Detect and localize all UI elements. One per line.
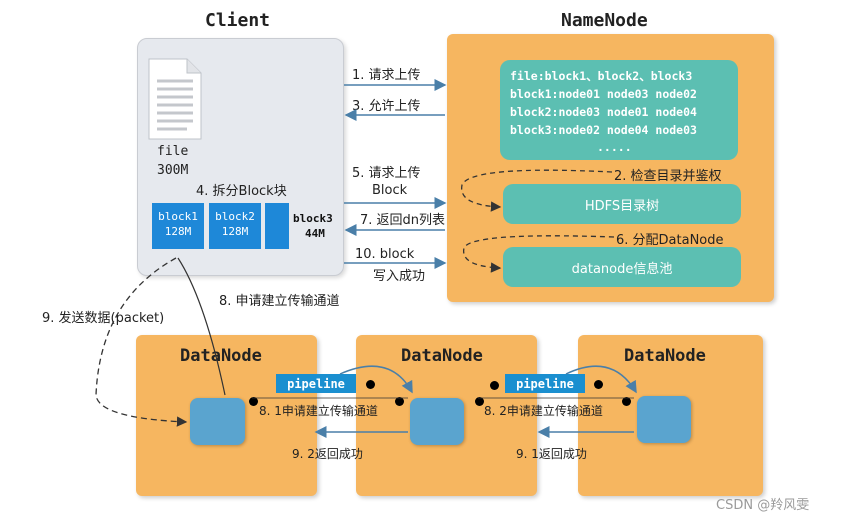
block-3-size: 44M xyxy=(305,227,325,240)
datanode-1-title: DataNode xyxy=(180,346,262,366)
step10-label-line2: 写入成功 xyxy=(373,269,426,284)
watermark: CSDN @羚风雯 xyxy=(716,498,810,513)
arrow-step6 xyxy=(463,235,615,273)
step10-label-line1: 10. block xyxy=(355,247,415,262)
datanode-2-storage xyxy=(410,398,464,445)
metadata-line: block3:node02 node04 node03 xyxy=(510,123,697,137)
step9-2-label: 9. 2返回成功 xyxy=(292,447,363,461)
metadata-line: block2:node03 node01 node04 xyxy=(510,105,697,119)
block-3-name: block3 xyxy=(293,212,333,225)
pipeline-dot xyxy=(249,397,258,406)
step9-1-label: 9. 1返回成功 xyxy=(516,447,587,461)
block-3-label: block3 44M xyxy=(293,211,333,241)
hdfs-tree-box: HDFS目录树 xyxy=(503,184,741,224)
pipeline-dot xyxy=(366,380,375,389)
datanode-pool-box: datanode信息池 xyxy=(503,247,741,287)
step7-label: 7. 返回dn列表 xyxy=(360,213,446,228)
step1-label: 1. 请求上传 xyxy=(352,68,421,83)
pipeline-label-1: pipeline xyxy=(276,374,356,393)
pipeline-dot xyxy=(490,381,499,390)
file-size: 300M xyxy=(157,163,189,178)
metadata-box: file:block1、block2、block3 block1:node01 … xyxy=(500,60,738,160)
client-title: Client xyxy=(205,10,271,31)
arrow-pipeline-2 xyxy=(565,365,637,394)
block-2-name: block2 xyxy=(215,210,255,223)
step9-label: 9. 发送数据(packet) xyxy=(42,311,165,326)
file-icon xyxy=(148,58,202,140)
step8-1-label: 8. 1申请建立传输通道 xyxy=(259,404,378,418)
datanode-1-storage xyxy=(190,398,245,445)
pipeline-label-2: pipeline xyxy=(505,374,585,393)
block-3-bar xyxy=(265,203,289,249)
step5-label-line1: 5. 请求上传 xyxy=(352,166,421,181)
arrow-pipeline-1 xyxy=(339,365,413,394)
step6-label: 6. 分配DataNode xyxy=(616,233,724,248)
block-1-size: 128M xyxy=(164,225,192,238)
pipeline-dot xyxy=(395,397,404,406)
block-1: block1 128M xyxy=(152,203,204,249)
step8-2-label: 8. 2申请建立传输通道 xyxy=(484,404,603,418)
metadata-line: block1:node01 node03 node02 xyxy=(510,87,697,101)
pipeline-dot xyxy=(594,380,603,389)
arrow-step8 xyxy=(177,257,226,396)
metadata-line: file:block1、block2、block3 xyxy=(510,69,693,83)
datanode-3-storage xyxy=(637,396,691,443)
datanode-3-title: DataNode xyxy=(624,346,706,366)
namenode-title: NameNode xyxy=(561,10,648,31)
pipeline-dot xyxy=(475,397,484,406)
arrow-step9 xyxy=(95,257,188,427)
metadata-ellipsis: ..... xyxy=(597,140,632,154)
step5-label-line2: Block xyxy=(372,183,408,198)
step3-label: 3. 允许上传 xyxy=(352,99,421,114)
block-2-size: 128M xyxy=(221,225,249,238)
file-label: file xyxy=(157,144,189,159)
datanode-2-title: DataNode xyxy=(401,346,483,366)
step2-label: 2. 检查目录并鉴权 xyxy=(614,169,722,184)
arrow-step2 xyxy=(461,169,613,212)
block-1-name: block1 xyxy=(158,210,198,223)
step8-label: 8. 申请建立传输通道 xyxy=(219,294,340,309)
split-label: 4. 拆分Block块 xyxy=(196,184,287,199)
pipeline-dot xyxy=(622,397,631,406)
block-2: block2 128M xyxy=(209,203,261,249)
